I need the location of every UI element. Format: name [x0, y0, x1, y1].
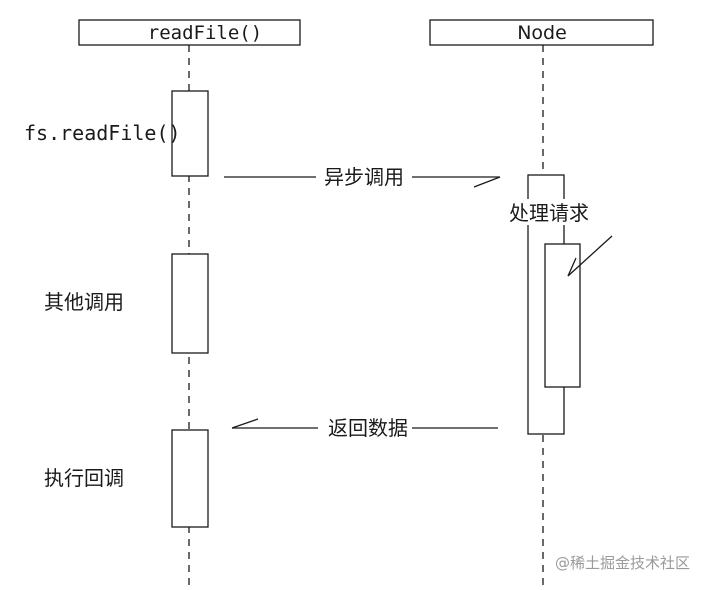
lifeline-title-node: Node — [517, 22, 567, 44]
half-arrowhead — [567, 257, 577, 277]
message-label-return-data: 返回数据 — [328, 416, 408, 440]
activation-node-inner — [544, 243, 581, 388]
half-arrowhead — [473, 176, 501, 188]
activation-other-calls — [171, 253, 209, 354]
label-process-request: 处理请求 — [509, 201, 589, 225]
lifeline-title-readfile: readFile() — [148, 22, 262, 44]
message-return-data: 返回数据 — [231, 416, 498, 440]
label-run-callback: 执行回调 — [44, 466, 124, 490]
label-fs-readfile: fs.readFile() — [24, 121, 181, 145]
lifeline-header-node: Node — [429, 19, 654, 46]
lifeline-header-readfile: readFile() — [78, 19, 301, 46]
message-async-call: 异步调用 — [224, 165, 501, 189]
message-label-async-call: 异步调用 — [324, 165, 404, 189]
self-call-process-request — [567, 235, 613, 277]
watermark-text: @稀土掘金技术社区 — [555, 554, 690, 572]
activation-callback — [171, 429, 209, 528]
half-arrowhead — [231, 418, 259, 429]
label-other-calls: 其他调用 — [44, 290, 124, 314]
activation-readfile-call — [171, 90, 209, 177]
label-process-request-group: 处理请求 — [505, 199, 593, 225]
